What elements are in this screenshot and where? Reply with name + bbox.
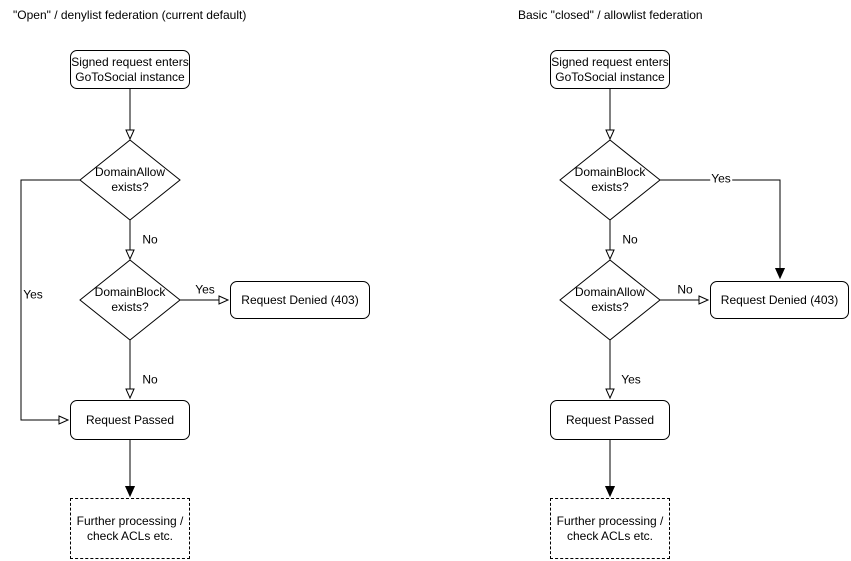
- left-decision1-diamond: [79, 139, 181, 221]
- right-node-passed: Request Passed: [550, 400, 670, 440]
- right-decision1-diamond: [559, 139, 661, 221]
- left-edge-label-decision1-yes: Yes: [22, 287, 44, 302]
- left-node-passed: Request Passed: [70, 400, 190, 440]
- left-node-denied: Request Denied (403): [230, 281, 370, 319]
- edge-right-decision1-yes-to-denied: [660, 179, 780, 278]
- right-decision2-diamond: [559, 259, 661, 341]
- right-node-decision2-label: DomainAllow exists?: [574, 285, 646, 314]
- left-edge-label-decision2-yes: Yes: [194, 282, 216, 297]
- left-node-decision1-label: DomainAllow exists?: [94, 165, 166, 194]
- right-edge-label-decision2-yes: Yes: [620, 372, 642, 387]
- edge-left-decision1-yes-to-passed: [20, 179, 80, 425]
- left-node-further: Further processing / check ACLs etc.: [70, 498, 190, 559]
- left-node-start: Signed request enters GoToSocial instanc…: [70, 50, 190, 89]
- right-edge-label-decision2-no: No: [676, 282, 694, 297]
- diagram-title-right: Basic "closed" / allowlist federation: [518, 8, 703, 22]
- left-node-decision2-label: DomainBlock exists?: [94, 285, 166, 314]
- right-edge-label-decision1-yes: Yes: [710, 171, 732, 186]
- left-edge-label-decision1-no: No: [141, 232, 159, 247]
- diagram-title-left: "Open" / denylist federation (current de…: [13, 8, 247, 22]
- right-node-decision1-label: DomainBlock exists?: [574, 165, 646, 194]
- left-edge-label-decision2-no: No: [141, 372, 159, 387]
- right-node-start: Signed request enters GoToSocial instanc…: [550, 50, 670, 89]
- left-decision2-diamond: [79, 259, 181, 341]
- right-node-further: Further processing / check ACLs etc.: [550, 498, 670, 559]
- right-node-denied: Request Denied (403): [710, 281, 849, 319]
- right-edge-label-decision1-no: No: [621, 232, 639, 247]
